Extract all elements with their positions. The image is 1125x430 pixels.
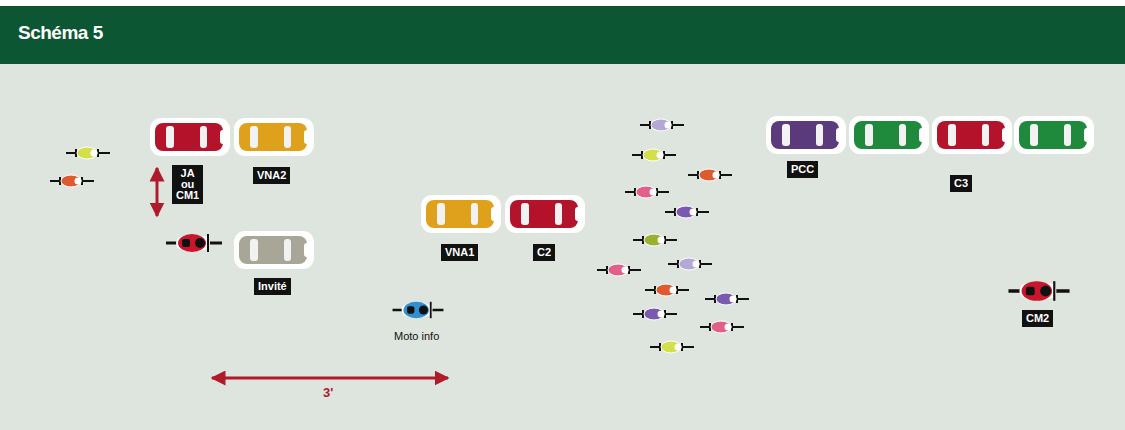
tag-text: Invité (258, 281, 287, 292)
vehicle-tag: CM2 (1022, 310, 1053, 327)
vehicle-tag: JA ou CM1 (172, 165, 203, 204)
tag-text: JA ou CM1 (176, 168, 199, 201)
tag-text: CM2 (1026, 313, 1049, 324)
vehicle-caption: Moto info (394, 330, 439, 342)
vehicle-tag: VNA2 (253, 167, 290, 184)
vehicle-tag: C3 (950, 175, 972, 192)
diagram-title: Schéma 5 (18, 22, 103, 44)
vehicle-tag: VNA1 (441, 244, 478, 261)
tag-text: VNA1 (445, 247, 474, 258)
title-band (0, 6, 1125, 64)
tag-text: C3 (954, 178, 968, 189)
tag-text: VNA2 (257, 170, 286, 181)
vehicle-tag: C2 (533, 244, 555, 261)
tag-text: PCC (791, 164, 814, 175)
dimension-label: 3' (323, 385, 333, 400)
tag-text: C2 (537, 247, 551, 258)
vehicle-tag: Invité (254, 278, 291, 295)
vehicle-tag: PCC (787, 161, 818, 178)
